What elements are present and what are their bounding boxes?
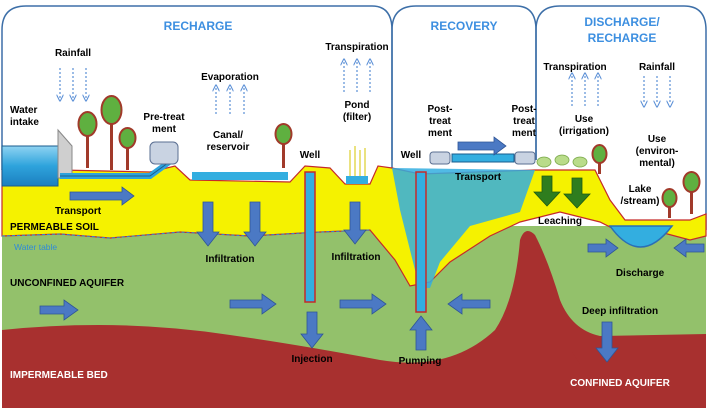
label-impermeable-bed: IMPERMEABLE BED (10, 370, 108, 381)
label-posttreat-a3: ment (428, 128, 453, 139)
label-permeable-soil: PERMEABLE SOIL (10, 222, 99, 233)
canal-water (192, 172, 288, 180)
header-recovery: RECOVERY (431, 19, 498, 33)
confined-aquifer-strip (572, 352, 706, 364)
dotted-arrows (60, 62, 670, 114)
header-recharge: RECHARGE (164, 19, 233, 33)
arrow-discharge-left (587, 238, 619, 258)
drawdown-cone (392, 168, 535, 288)
posttreat-tank-b (514, 151, 536, 165)
trees (77, 95, 701, 218)
section-frames (1, 5, 707, 230)
pond-reeds (349, 146, 366, 176)
label-unconfined-aquifer: UNCONFINED AQUIFER (10, 278, 125, 289)
label-use-irrigation-2: (irrigation) (559, 126, 609, 137)
water-intake-pipe (1, 128, 174, 187)
arrow-leaching-1 (533, 175, 561, 207)
label-well-2: Well (401, 150, 422, 161)
label-rainfall-right: Rainfall (639, 62, 675, 73)
label-leaching: Leaching (538, 216, 582, 227)
arrow-deep-infiltration (595, 321, 619, 363)
tree-icon (682, 171, 701, 214)
label-discharge: Discharge (616, 268, 665, 279)
flow-arrows (39, 136, 705, 363)
label-transpiration-mid: Transpiration (325, 42, 388, 53)
arrow-transport-left (69, 186, 135, 206)
label-posttreat-b3: ment (512, 128, 537, 139)
tree-icon (100, 95, 123, 170)
label-use-irrigation-1: Use (575, 114, 594, 125)
label-water-intake-2: intake (10, 117, 39, 128)
wells (304, 171, 427, 313)
label-infiltration-2: Infiltration (332, 252, 381, 263)
tree-icon (591, 144, 608, 174)
arrow-injection (300, 311, 324, 349)
tree-icon (274, 123, 293, 168)
transport-pipe (451, 153, 515, 163)
tree-icon (118, 127, 137, 170)
label-confined-aquifer: CONFINED AQUIFER (570, 378, 670, 389)
recovery-well (415, 171, 427, 313)
arrow-transport-right (457, 136, 507, 156)
arrow-leaching-2 (563, 177, 591, 209)
label-transport-left: Transport (55, 206, 102, 217)
header-discharge-1: DISCHARGE/ (584, 15, 660, 29)
label-canal-2: reservoir (207, 142, 250, 153)
label-pretreat-1: Pre-treat (143, 112, 185, 123)
label-posttreat-b2: treat (513, 116, 535, 127)
pond-water (346, 176, 368, 184)
arrow-aquifer-mid1 (229, 293, 277, 315)
arrow-discharge-right (673, 238, 705, 258)
pipe-intake (1, 145, 59, 187)
label-posttreat-b1: Post- (512, 104, 537, 115)
label-water-intake-1: Water (10, 105, 38, 116)
recharge-frame (1, 5, 393, 170)
label-use-env-1: Use (648, 134, 667, 145)
injection-well (304, 171, 316, 303)
label-pond-2: (filter) (343, 112, 371, 123)
label-well-1: Well (300, 150, 321, 161)
label-posttreat-a2: treat (429, 116, 451, 127)
label-evaporation: Evaporation (201, 72, 259, 83)
label-lake-2: /stream) (621, 196, 660, 207)
label-infiltration-1: Infiltration (206, 254, 255, 265)
arrow-aquifer-left (39, 299, 79, 321)
label-pumping: Pumping (399, 356, 442, 367)
label-use-env-3: mental) (639, 158, 675, 169)
label-deep-infiltration: Deep infiltration (582, 306, 658, 317)
arrow-pumping (409, 315, 433, 351)
treatment-tanks (149, 141, 536, 165)
posttreat-tank-a (429, 151, 451, 165)
tree-icon (77, 111, 98, 168)
discharge-frame (535, 5, 707, 230)
label-pretreat-2: ment (152, 124, 177, 135)
label-transpiration-right: Transpiration (543, 62, 606, 73)
impermeable-bed-layer (2, 231, 706, 408)
arrow-infiltration-2 (243, 201, 267, 247)
geology (1, 165, 707, 408)
arrow-infiltration-3 (343, 201, 367, 245)
recovery-frame (391, 5, 537, 160)
label-lake-1: Lake (629, 184, 652, 195)
label-pond-1: Pond (345, 100, 370, 111)
label-use-env-2: (environ- (636, 146, 679, 157)
label-water-table: Water table (14, 242, 57, 252)
lake (608, 225, 674, 248)
arrow-infiltration-1 (196, 201, 220, 247)
pretreat-tank (149, 141, 179, 165)
arrow-aquifer-mid2 (339, 293, 387, 315)
intake-screen (57, 128, 73, 179)
label-transport-right: Transport (455, 172, 502, 183)
header-discharge-2: RECHARGE (588, 31, 657, 45)
arrow-aquifer-right (447, 293, 491, 315)
irrigation-shrubs (536, 154, 588, 168)
tree-icon (661, 188, 678, 218)
label-canal-1: Canal/ (213, 130, 243, 141)
label-rainfall-left: Rainfall (55, 48, 91, 59)
label-injection: Injection (291, 354, 332, 365)
label-posttreat-a1: Post- (428, 104, 453, 115)
leaching-arrows (533, 175, 591, 209)
